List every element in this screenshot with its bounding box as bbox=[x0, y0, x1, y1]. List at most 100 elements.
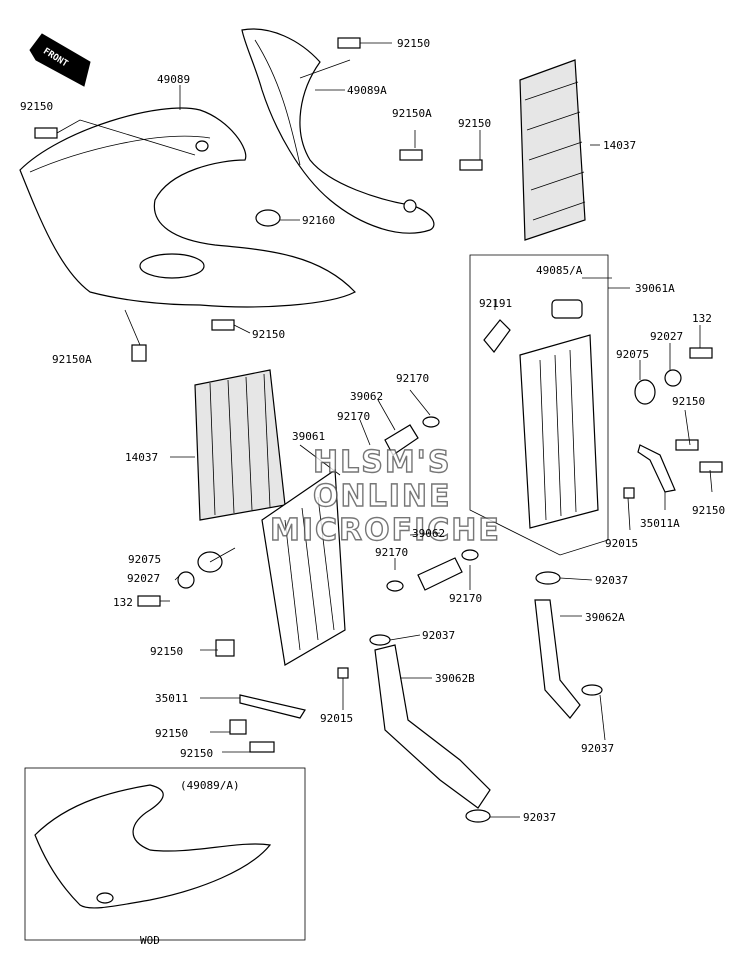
bolt-132-right bbox=[689, 347, 713, 359]
bolt-132-left bbox=[137, 595, 161, 607]
radiator-left bbox=[261, 468, 346, 666]
callout-label: 92150 bbox=[20, 100, 53, 113]
clamp-92170-c bbox=[461, 549, 479, 561]
rubber-plug-92160 bbox=[255, 209, 281, 227]
callout-label: 39062 bbox=[350, 390, 383, 403]
callout-label: 92160 bbox=[302, 214, 335, 227]
bolt-92150-e bbox=[675, 439, 699, 451]
bolt-92150-d bbox=[211, 319, 235, 331]
bolt-92150-c bbox=[459, 159, 483, 171]
callout-label: 92150 bbox=[692, 504, 725, 517]
callout-label: 49085/A bbox=[536, 264, 583, 277]
hose-39062-lower bbox=[417, 557, 463, 591]
left-shroud-hole bbox=[195, 140, 209, 152]
callout-label: 92015 bbox=[320, 712, 353, 725]
callout-label: 92027 bbox=[650, 330, 683, 343]
hose-92191 bbox=[483, 319, 511, 353]
callout-label: 92170 bbox=[375, 546, 408, 559]
callout-label: 39061 bbox=[292, 430, 325, 443]
clamp-92170-a bbox=[422, 416, 440, 428]
clamp-92170-b bbox=[386, 580, 404, 592]
bolt-92150-b bbox=[34, 127, 58, 139]
callout-label: 92037 bbox=[422, 629, 455, 642]
callout-label: 92191 bbox=[479, 297, 512, 310]
callout-label: 92170 bbox=[449, 592, 482, 605]
right-shroud-edge bbox=[254, 39, 301, 166]
radiator-grille-right bbox=[519, 59, 586, 241]
radiator-cap-49085 bbox=[551, 299, 583, 319]
callout-label: 92170 bbox=[396, 372, 429, 385]
inset-caption: WOD bbox=[140, 934, 160, 947]
radiator-grille-right-louvers bbox=[524, 81, 586, 221]
svg-text:HLSM'S: HLSM'S bbox=[313, 445, 451, 480]
callout-label: 35011 bbox=[155, 692, 188, 705]
callout-label: 92150 bbox=[672, 395, 705, 408]
callout-label: 92150 bbox=[252, 328, 285, 341]
callout-label: 92075 bbox=[616, 348, 649, 361]
collar-92027-right bbox=[664, 369, 682, 387]
radiator-left-core bbox=[284, 496, 335, 651]
grommet-92075-right bbox=[634, 379, 656, 405]
clamp-92037-b bbox=[369, 634, 391, 646]
collar-92027-left bbox=[177, 571, 195, 589]
callout-labels: 92150 49089 49089A 92150 92150A 92150 14… bbox=[20, 37, 725, 824]
radiator-right-frame bbox=[469, 254, 609, 556]
bolt-92150-f bbox=[699, 461, 723, 473]
radiator-right bbox=[519, 334, 599, 529]
hose-39062B bbox=[374, 644, 491, 809]
bolt-92150-i bbox=[249, 741, 275, 753]
callout-label: 132 bbox=[113, 596, 133, 609]
callout-label: 14037 bbox=[125, 451, 158, 464]
nut-92015-right bbox=[623, 487, 635, 499]
callout-label: 92015 bbox=[605, 537, 638, 550]
inset-shroud bbox=[34, 784, 272, 909]
bracket-35011A bbox=[637, 444, 676, 493]
right-shroud-hole bbox=[403, 199, 417, 213]
left-shroud-inner-contour bbox=[29, 135, 211, 173]
callout-label: 92037 bbox=[595, 574, 628, 587]
callout-label: 49089A bbox=[347, 84, 387, 97]
callout-label: 92150 bbox=[150, 645, 183, 658]
inset-frame bbox=[24, 767, 306, 941]
callout-label: 39062 bbox=[412, 527, 445, 540]
callout-label: 39062B bbox=[435, 672, 475, 685]
svg-text:MICROFICHE: MICROFICHE bbox=[270, 513, 501, 548]
callout-label: 92150A bbox=[52, 353, 92, 366]
inset-shroud-hole bbox=[96, 892, 114, 904]
callout-label: 92037 bbox=[523, 811, 556, 824]
callout-label: 39062A bbox=[585, 611, 625, 624]
bolt-92150-a bbox=[337, 37, 361, 49]
callout-label: 92037 bbox=[581, 742, 614, 755]
callout-label: 35011A bbox=[640, 517, 680, 530]
hose-39062-upper bbox=[384, 424, 419, 456]
bolt-92150-g bbox=[215, 639, 235, 657]
watermark: HLSM'S ONLINE MICROFICHE bbox=[269, 444, 501, 548]
radiator-grille-left-louvers bbox=[209, 373, 271, 516]
callout-label: 92150 bbox=[458, 117, 491, 130]
right-shroud bbox=[241, 28, 435, 234]
bolt-92150-h bbox=[229, 719, 247, 735]
callout-label: 92170 bbox=[337, 410, 370, 423]
left-shroud bbox=[19, 107, 356, 308]
inset-title: (49089/A) bbox=[180, 779, 240, 792]
callout-label: 49089 bbox=[157, 73, 190, 86]
callout-label: 92150A bbox=[392, 107, 432, 120]
bolt-92150A-b bbox=[131, 344, 147, 362]
callout-label: 92150 bbox=[397, 37, 430, 50]
leader-lines bbox=[56, 42, 713, 818]
front-arrow-icon: FRONT bbox=[29, 33, 91, 87]
svg-text:ONLINE: ONLINE bbox=[313, 479, 452, 514]
bolt-92150A-a bbox=[399, 149, 423, 161]
radiator-right-core bbox=[539, 349, 577, 521]
callout-label: 39061A bbox=[635, 282, 675, 295]
clamp-92037-a bbox=[535, 571, 561, 585]
left-shroud-vent bbox=[139, 253, 205, 279]
hose-39062A bbox=[534, 599, 581, 719]
callout-label: 14037 bbox=[603, 139, 636, 152]
callout-label: 92150 bbox=[180, 747, 213, 760]
callout-label: 92150 bbox=[155, 727, 188, 740]
callout-label: 132 bbox=[692, 312, 712, 325]
radiator-grille-left bbox=[194, 369, 286, 521]
callout-label: 92027 bbox=[127, 572, 160, 585]
